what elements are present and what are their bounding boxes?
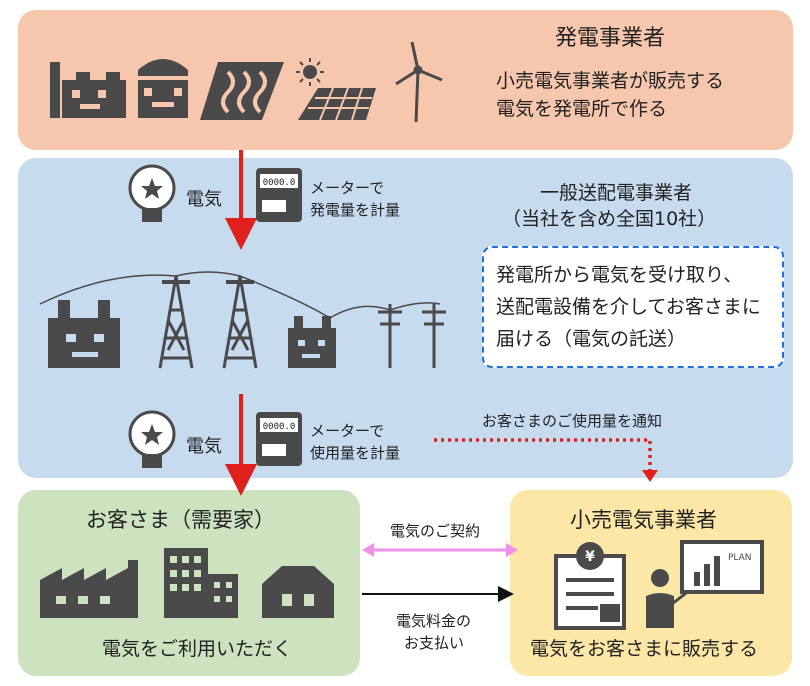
plan-label: PLAN — [728, 553, 752, 563]
factory-icon — [40, 560, 138, 618]
customer-title: お客さま（需要家） — [86, 508, 275, 532]
transmission-subtitle: （当社を含め全国10社） — [502, 208, 717, 230]
transmission-title: 一般送配電事業者 — [540, 182, 693, 204]
note-line2: 送配電設備を介してお客さまに — [496, 296, 761, 318]
retailer-title: 小売電気事業者 — [570, 508, 717, 532]
wind-turbine-icon — [395, 41, 443, 123]
notify-arrow — [434, 438, 652, 470]
substation-icon-right — [288, 316, 336, 368]
meter-label-bottom-1: メーターで — [310, 422, 385, 440]
generator-title: 発電事業者 — [555, 26, 666, 51]
generator-desc-line2: 電気を発電所で作る — [496, 98, 668, 120]
meter-icon-top: 0000.0 — [256, 168, 302, 222]
utility-pole-icon-2 — [422, 304, 446, 368]
solar-panel-icon — [296, 58, 376, 121]
lightbulb-icon-top — [128, 164, 176, 222]
thermal-plant-icon — [50, 62, 126, 118]
nuclear-plant-icon — [138, 59, 188, 118]
lightbulb-icon-bottom — [128, 410, 176, 468]
yen-icon: ¥ — [585, 549, 595, 565]
invoice-document-icon: ¥ — [554, 542, 626, 630]
meter-display-bottom: 0000.0 — [263, 422, 296, 432]
note-line3: 届ける（電気の託送） — [496, 328, 687, 350]
electricity-label-top: 電気 — [186, 189, 222, 210]
notify-label: お客さまのご使用量を通知 — [482, 412, 663, 430]
meter-label-top-1: メーターで — [310, 179, 385, 197]
hydro-dam-icon — [200, 62, 284, 120]
transmission-tower-icon-2 — [222, 275, 258, 369]
generator-desc-line1: 小売電気事業者が販売する — [496, 70, 725, 92]
payment-label-1: 電気料金の — [396, 612, 472, 630]
meter-display-top: 0000.0 — [263, 178, 296, 188]
plan-board-icon: PLAN — [680, 540, 764, 594]
customer-desc: 電気をご利用いただく — [102, 638, 293, 660]
substation-icon-left — [48, 300, 120, 368]
house-icon — [262, 566, 334, 618]
note-line1: 発電所から電気を受け取り、 — [496, 264, 743, 286]
meter-icon-bottom: 0000.0 — [256, 412, 302, 466]
notify-arrowhead — [642, 470, 658, 482]
electricity-label-bottom: 電気 — [186, 436, 222, 457]
transmission-tower-icon-1 — [158, 275, 194, 369]
contract-label: 電気のご契約 — [390, 522, 481, 540]
meter-label-bottom-2: 使用量を計量 — [310, 444, 401, 462]
building-icon — [164, 548, 238, 618]
transmission-note: 発電所から電気を受け取り、 送配電設備を介してお客さまに 届ける（電気の託送） — [482, 246, 784, 368]
meter-label-top-2: 発電量を計量 — [310, 201, 401, 219]
contract-arrow — [362, 543, 518, 557]
utility-pole-icon-1 — [378, 304, 402, 368]
retailer-desc: 電気をお客さまに販売する — [530, 638, 759, 660]
payment-label-2: お支払い — [404, 634, 465, 652]
